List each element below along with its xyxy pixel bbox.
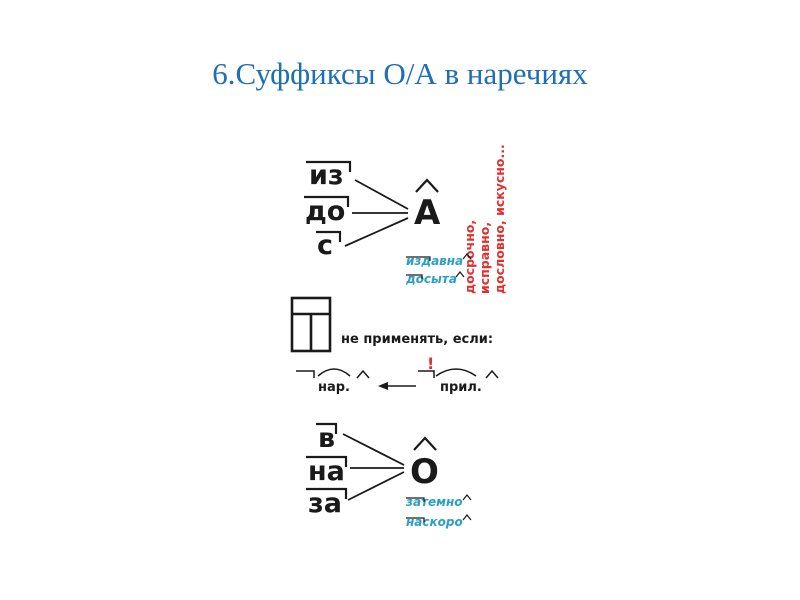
prefix-bracket-do — [304, 195, 350, 207]
mark-izdavna-prefix — [406, 256, 431, 261]
mark-dosyta-suffix — [455, 271, 465, 278]
prefix-bracket-za — [306, 487, 348, 499]
mark-izdavna-suffix — [462, 253, 472, 260]
suffix-mark-o — [413, 436, 437, 451]
adjective-prefix-mark — [418, 370, 435, 378]
prefix-bracket-v — [316, 422, 338, 434]
exclamation-mark: ! — [427, 354, 435, 373]
mark-zatemno-prefix — [406, 497, 425, 502]
arrow-head — [378, 382, 388, 390]
mark-naskoro-prefix — [406, 517, 425, 522]
mark-zatemno-suffix — [462, 494, 472, 501]
adverb-suffix-mark — [356, 369, 370, 379]
adverb-prefix-mark — [296, 370, 315, 378]
mark-naskoro-suffix — [462, 514, 472, 521]
prefix-iz: из — [309, 160, 344, 191]
prefix-s: с — [317, 230, 334, 261]
label-adjective: прил. — [440, 380, 482, 395]
mark-dosyta-prefix — [406, 274, 423, 279]
prefix-na: на — [308, 456, 345, 487]
suffix-o: О — [410, 452, 439, 492]
prefix-bracket-s — [316, 230, 342, 242]
prefix-bracket-iz — [306, 160, 352, 172]
adjective-suffix-mark — [485, 369, 499, 379]
prefix-v: в — [318, 423, 336, 454]
slide-title: 6.Суффиксы О/А в наречиях — [212, 56, 588, 91]
prefix-za: за — [308, 488, 342, 519]
adverb-root-arc — [317, 368, 351, 377]
converge-lines-o — [342, 433, 405, 501]
prefix-bracket-na — [306, 455, 348, 467]
prefix-do: до — [305, 196, 346, 227]
converge-lines-a — [344, 179, 409, 247]
rule-text: не применять, если: — [341, 332, 494, 347]
suffix-a: А — [414, 193, 441, 233]
adjective-root-arc — [435, 368, 477, 377]
label-adverb: нар. — [318, 380, 350, 395]
suffix-mark-a — [415, 178, 439, 193]
